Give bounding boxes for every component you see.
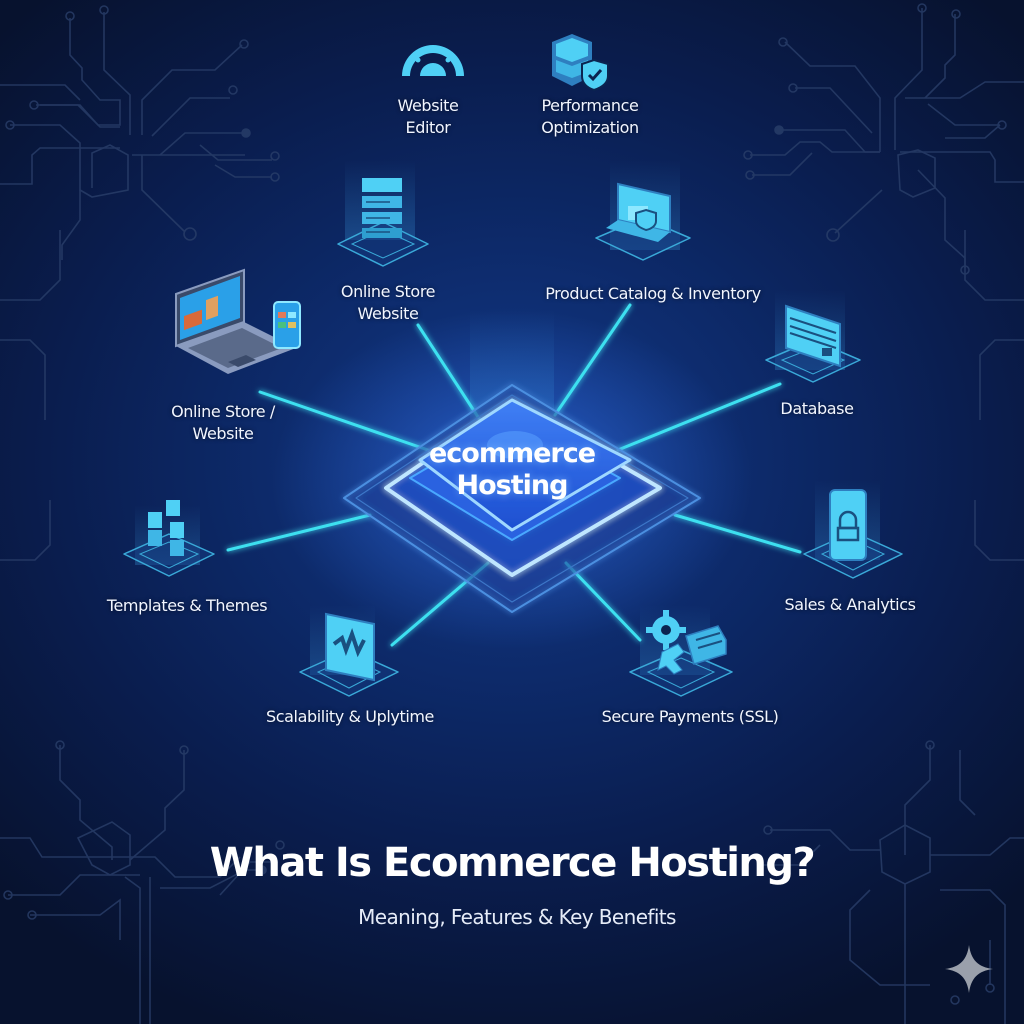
- four-point-sparkle-icon: [945, 945, 993, 993]
- server-shield-check-icon: [552, 34, 609, 92]
- waveform-monitor-icon: [299, 612, 399, 697]
- page-title: What Is Ecomnerce Hosting?: [209, 840, 816, 886]
- node-label-online-store-laptop: Online Store / Website: [171, 402, 275, 443]
- hub-label: ecommerce Hosting: [428, 438, 596, 502]
- speedometer-gauge-icon: [402, 45, 464, 76]
- connector-online-store-laptop: [258, 390, 430, 452]
- phone-lock-icon: [803, 489, 903, 579]
- hub-platform: [343, 384, 701, 613]
- node-label-online-store-server: Online Store Website: [340, 282, 436, 323]
- blocks-grid-icon: [123, 500, 215, 577]
- node-label-database: Database: [780, 399, 854, 418]
- node-label-sales-analytics: Sales & Analytics: [784, 595, 916, 614]
- laptop-shield-icon: [595, 182, 691, 261]
- node-label-scalability-uptime: Scalability & Uplytime: [265, 707, 435, 726]
- gear-wrench-card-icon: [629, 610, 733, 697]
- server-stack-icon: [337, 178, 429, 267]
- connector-templates: [226, 513, 372, 552]
- connector-online-store-server: [416, 323, 482, 422]
- hub-label-line1: ecommerce: [428, 438, 596, 469]
- connector-sales: [673, 513, 802, 554]
- node-label-secure-payments: Secure Payments (SSL): [601, 707, 779, 726]
- connector-database: [616, 382, 782, 452]
- node-label-product-catalog: Product Catalog & Inventory: [545, 284, 761, 303]
- connector-secure-payments: [564, 561, 642, 642]
- node-label-templates-themes: Templates & Themes: [106, 596, 268, 615]
- page-subtitle: Meaning, Features & Key Benefits: [358, 905, 676, 929]
- credit-card-panel-icon: [765, 304, 861, 383]
- connector-product-catalog: [553, 303, 632, 417]
- node-label-website-editor: Website Editor: [397, 96, 459, 137]
- hub-label-line2: Hosting: [456, 470, 569, 501]
- laptop-phone-icon: [175, 268, 301, 374]
- node-label-performance-optimization: Performance Optimization: [541, 96, 639, 137]
